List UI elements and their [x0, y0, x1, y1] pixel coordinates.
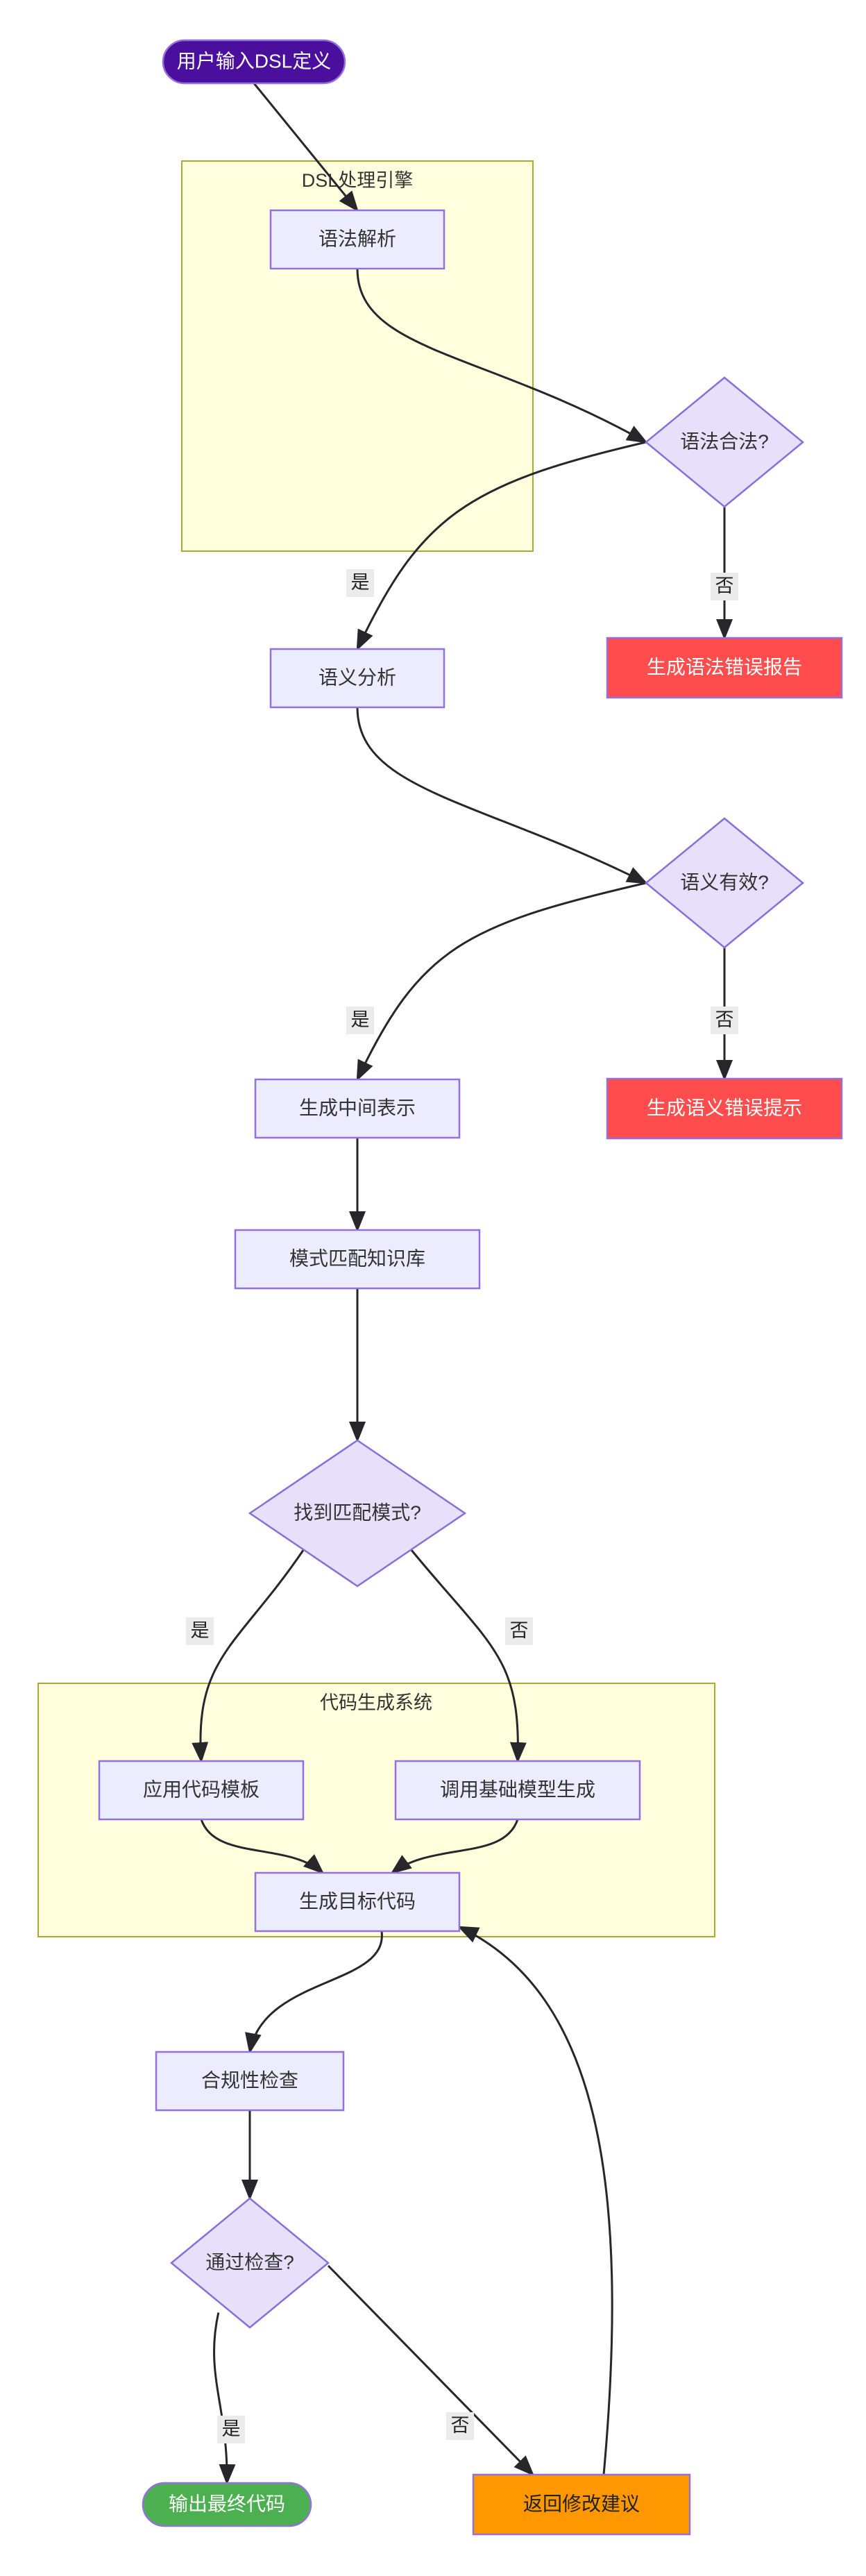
process-shape[interactable]	[269, 648, 445, 709]
edge-n_target-to-n_comply	[245, 1930, 383, 2054]
process-shape[interactable]	[394, 1760, 641, 1821]
edge-label-n_d4-n_out: 是	[217, 2416, 245, 2443]
node-label: 找到匹配模式?	[294, 1501, 421, 1523]
edge-label-text: 否	[715, 1009, 734, 1030]
node-label: 输出最终代码	[169, 2493, 285, 2514]
node-label: 应用代码模板	[143, 1778, 260, 1800]
terminator-shape[interactable]	[142, 2482, 312, 2527]
edge-label-bg	[217, 2416, 245, 2443]
node-n_model[interactable]: 调用基础模型生成	[394, 1760, 641, 1821]
node-label: 调用基础模型生成	[440, 1778, 595, 1800]
node-n_d2[interactable]: 语义有效?	[645, 817, 804, 949]
edge-label-n_d2-n_ir: 是	[346, 1007, 374, 1034]
decision-shape[interactable]	[248, 1439, 467, 1588]
node-label: 语法解析	[319, 228, 396, 249]
edge-n_d4-to-n_fix	[327, 2264, 535, 2477]
terminator-shape[interactable]	[162, 39, 346, 85]
edge-label-bg	[446, 2412, 474, 2440]
node-label: 生成语义错误提示	[647, 1097, 802, 1118]
edge-label-bg	[505, 1617, 533, 1645]
node-n_d3[interactable]: 找到匹配模式?	[248, 1439, 467, 1588]
subgraph-label: DSL处理引擎	[302, 170, 414, 191]
edge-n_tpl-to-n_target	[200, 1819, 325, 1875]
edge-label-n_d4-n_fix: 否	[446, 2412, 474, 2440]
edge-n_model-to-n_target	[390, 1819, 519, 1874]
node-label: 返回修改建议	[523, 2493, 640, 2514]
node-n_fix[interactable]: 返回修改建议	[472, 2473, 691, 2536]
node-n_err1[interactable]: 生成语法错误报告	[606, 637, 843, 699]
edge-n_d3-to-n_model	[410, 1549, 527, 1763]
node-label: 通过检查?	[205, 2251, 294, 2273]
process-shape[interactable]	[98, 1760, 305, 1821]
subgraph-label: 代码生成系统	[320, 1692, 432, 1713]
node-n_tpl[interactable]: 应用代码模板	[98, 1760, 305, 1821]
edge-n_sem-to-n_d2	[356, 707, 648, 884]
node-n_parse[interactable]: 语法解析	[269, 209, 445, 270]
edge-n_d2-to-n_ir	[356, 882, 647, 1081]
node-n_d1[interactable]: 语法合法?	[645, 376, 804, 508]
edge-label-text: 是	[351, 572, 370, 593]
node-label: 语义分析	[319, 666, 396, 688]
edge-label-bg	[186, 1617, 214, 1645]
edge-label-bg	[711, 573, 738, 600]
node-n_sem[interactable]: 语义分析	[269, 648, 445, 709]
node-label: 生成中间表示	[299, 1097, 416, 1118]
process-shape[interactable]	[606, 637, 843, 699]
node-label: 语法合法?	[680, 430, 769, 452]
node-n_comply[interactable]: 合规性检查	[155, 2051, 345, 2112]
process-shape[interactable]	[472, 2473, 691, 2536]
process-shape[interactable]	[254, 1871, 461, 1933]
node-label: 生成语法错误报告	[647, 656, 802, 677]
edge-label-text: 否	[715, 575, 734, 596]
edge-label-n_d1-n_sem: 是	[346, 569, 374, 597]
node-label: 模式匹配知识库	[289, 1247, 425, 1269]
node-label: 用户输入DSL定义	[177, 50, 331, 71]
edge-label-n_d2-n_err2: 否	[711, 1007, 738, 1034]
edge-n_fix-to-n_target	[457, 1926, 613, 2475]
edge-n_start-to-n_parse	[253, 83, 359, 212]
decision-shape[interactable]	[645, 376, 804, 508]
edge-layer	[192, 83, 733, 2485]
edge-n_d3-to-n_tpl	[192, 1549, 305, 1763]
edge-n_d4-to-n_out	[213, 2312, 236, 2485]
node-label: 生成目标代码	[299, 1890, 416, 1912]
edge-label-n_d3-n_model: 否	[505, 1617, 533, 1645]
edge-label-bg	[346, 1007, 374, 1034]
edge-label-bg	[346, 569, 374, 597]
edge-label-n_d1-n_err1: 否	[711, 573, 738, 600]
process-shape[interactable]	[269, 209, 445, 270]
node-n_kb[interactable]: 模式匹配知识库	[234, 1229, 481, 1290]
edge-label-text: 否	[510, 1620, 529, 1641]
process-shape[interactable]	[155, 2051, 345, 2112]
decision-shape[interactable]	[170, 2197, 330, 2329]
edge-label-layer: 是否是否是否是否	[186, 569, 738, 2443]
node-n_d4[interactable]: 通过检查?	[170, 2197, 330, 2329]
node-label: 合规性检查	[201, 2069, 298, 2091]
node-n_start[interactable]: 用户输入DSL定义	[162, 39, 346, 85]
node-label: 语义有效?	[680, 871, 769, 893]
edge-label-text: 是	[222, 2418, 241, 2439]
edge-label-n_d3-n_tpl: 是	[186, 1617, 214, 1645]
edge-n_d1-to-n_sem	[356, 441, 647, 651]
process-shape[interactable]	[606, 1077, 843, 1140]
node-n_out[interactable]: 输出最终代码	[142, 2482, 312, 2527]
edge-label-bg	[711, 1007, 738, 1034]
node-n_err2[interactable]: 生成语义错误提示	[606, 1077, 843, 1140]
edge-label-text: 是	[191, 1620, 210, 1641]
process-shape[interactable]	[234, 1229, 481, 1290]
node-n_ir[interactable]: 生成中间表示	[254, 1078, 461, 1139]
edge-label-text: 是	[351, 1009, 370, 1030]
node-n_target[interactable]: 生成目标代码	[254, 1871, 461, 1933]
edge-n_parse-to-n_d1	[356, 268, 648, 444]
decision-shape[interactable]	[645, 817, 804, 949]
process-shape[interactable]	[254, 1078, 461, 1139]
edge-label-text: 否	[451, 2415, 470, 2436]
